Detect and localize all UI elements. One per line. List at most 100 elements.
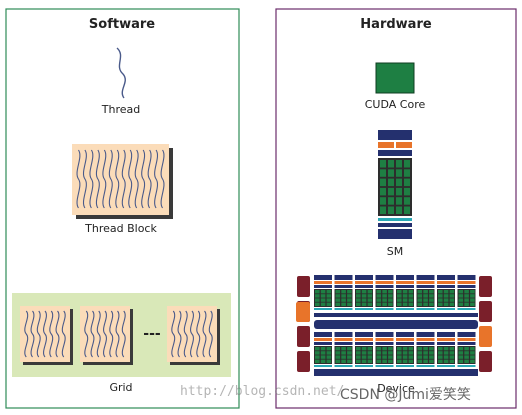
device-core	[315, 290, 320, 294]
thread-wave	[154, 149, 159, 209]
device-core	[417, 294, 423, 298]
device-core	[326, 302, 332, 306]
device-core	[464, 294, 469, 298]
device-core	[335, 351, 341, 355]
device-core	[423, 302, 428, 306]
device-sm-bar	[314, 285, 332, 288]
sm-icon	[378, 130, 412, 239]
device-core	[335, 359, 341, 363]
device-core	[429, 359, 434, 363]
device-core	[376, 351, 382, 355]
device-core	[423, 290, 428, 294]
device-core	[388, 294, 393, 298]
thread-wave	[196, 310, 201, 358]
device-sm-teal	[314, 308, 332, 310]
sm-core	[388, 160, 394, 168]
software-title: Software	[89, 17, 155, 32]
device-core	[449, 351, 455, 355]
device-core	[367, 347, 373, 351]
thread-wave	[90, 310, 95, 358]
device-core	[367, 298, 373, 302]
device-core	[458, 355, 464, 359]
device-core	[417, 347, 423, 351]
device-core	[443, 302, 449, 306]
device-core	[326, 359, 332, 363]
device-core	[347, 302, 352, 306]
cuda-core-icon	[375, 62, 415, 94]
device-core	[397, 290, 402, 294]
device-sm-bar	[437, 285, 455, 288]
device-core	[397, 355, 402, 359]
device-core	[347, 359, 352, 363]
device-core	[326, 355, 332, 359]
sm-orange-block	[378, 142, 394, 148]
device-sm-cores	[355, 346, 373, 364]
device-core	[402, 351, 408, 355]
device-core	[458, 347, 464, 351]
grid-label: Grid	[109, 381, 132, 394]
device-core	[356, 359, 361, 363]
thread-wave	[76, 149, 81, 209]
device-core	[417, 351, 423, 355]
device-core	[347, 355, 352, 359]
sm-core	[396, 187, 402, 196]
device-core	[429, 302, 434, 306]
thread-wave	[208, 310, 213, 358]
device-core	[397, 298, 402, 302]
device-core	[347, 347, 352, 351]
device-l2-bar	[314, 313, 478, 317]
thread-wave	[134, 149, 139, 209]
sm-core	[388, 197, 394, 205]
device-core	[315, 359, 320, 363]
device-core	[402, 355, 408, 359]
thread-wave	[55, 310, 60, 358]
device-sm-bar	[334, 275, 353, 280]
thread-wave	[61, 310, 66, 358]
device-core	[443, 351, 449, 355]
device-core	[402, 347, 408, 351]
device-core	[356, 302, 361, 306]
device-sm-bar	[314, 275, 332, 280]
sm-core	[388, 187, 394, 196]
device-core	[315, 355, 320, 359]
device-sm-bar	[375, 275, 394, 280]
device-sm-teal	[437, 365, 455, 367]
device-core	[408, 355, 414, 359]
device-core	[326, 294, 332, 298]
device-sm-teal	[437, 308, 455, 310]
device-core	[315, 294, 320, 298]
device-core	[361, 355, 367, 359]
device-core	[464, 302, 469, 306]
device-core	[429, 355, 434, 359]
device-sm-orange	[375, 338, 394, 341]
device-core	[341, 355, 346, 359]
sm-top-bar	[378, 130, 412, 140]
device-sm-teal	[416, 308, 435, 310]
device-core	[356, 347, 361, 351]
thread-wave	[84, 310, 89, 358]
thread-wave	[177, 310, 182, 358]
device-core	[423, 351, 428, 355]
device-sm-cores	[334, 289, 353, 307]
device-sm-bar	[314, 342, 332, 345]
device-core	[361, 347, 367, 351]
device-core	[423, 347, 428, 351]
sm-core	[404, 178, 410, 187]
device-core	[367, 294, 373, 298]
thread-wave	[190, 310, 194, 358]
device-core	[458, 351, 464, 355]
device-core	[382, 298, 387, 302]
device-core	[423, 298, 428, 302]
device-core	[315, 351, 320, 355]
device-sm-bar	[437, 332, 455, 337]
device-core	[347, 290, 352, 294]
device-core	[361, 351, 367, 355]
thread-wave	[202, 310, 207, 358]
thread-wave	[121, 310, 126, 358]
device-core	[361, 290, 367, 294]
device-core	[320, 298, 326, 302]
device-sm-orange	[355, 281, 373, 284]
device-side-module	[479, 326, 492, 347]
device-core	[408, 294, 414, 298]
